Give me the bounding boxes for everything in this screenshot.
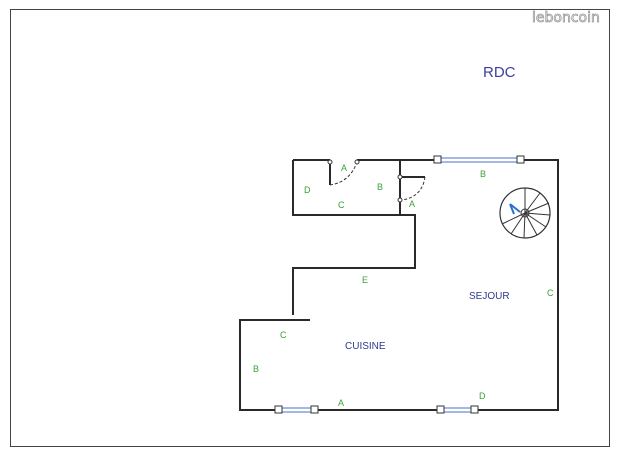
wall-tags: A A A B B B C C C D D E [253, 163, 554, 408]
wall-tag: B [480, 169, 486, 179]
wall-outline [239, 159, 559, 411]
door-swing-2 [401, 176, 426, 201]
windows [274, 155, 525, 414]
doors [327, 159, 426, 203]
wall-tag: A [409, 199, 415, 209]
wall-tag: C [547, 288, 554, 298]
wall-tag: A [338, 398, 344, 408]
wall-tag: D [479, 391, 486, 401]
wall-tag: A [341, 163, 347, 173]
window-bottom-right [436, 405, 479, 414]
wall-tag: B [253, 364, 259, 374]
watermark-logo: leboncoin [532, 10, 600, 26]
room-label-sejour: SEJOUR [469, 291, 510, 302]
door-hinge-4 [397, 197, 403, 203]
door-hinge-3 [397, 174, 403, 180]
wall-tag: D [304, 185, 311, 195]
wall-corridor [292, 160, 416, 315]
wall-tag: C [338, 200, 345, 210]
stair-arrow-icon [509, 203, 521, 215]
door-hinge-1 [354, 159, 360, 165]
spiral-staircase [499, 187, 551, 239]
wall-tag: C [280, 330, 287, 340]
window-bottom-left [274, 405, 319, 414]
window-top [433, 155, 525, 164]
walls [239, 159, 559, 411]
wall-tag: E [362, 275, 368, 285]
wall-tag: B [377, 182, 383, 192]
room-label-cuisine: CUISINE [345, 341, 386, 352]
plan-title: RDC [483, 64, 516, 81]
door-hinge-2 [327, 159, 333, 165]
